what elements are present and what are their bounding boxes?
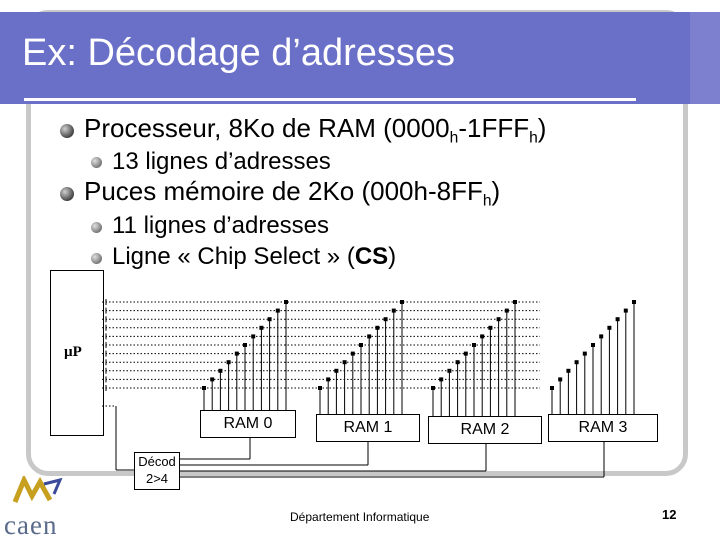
- decoder-block: Décod 2>4: [134, 452, 180, 490]
- bullet-dot-icon: [60, 124, 74, 138]
- bullet-chip-select: Ligne « Chip Select » (CS): [112, 243, 397, 270]
- bullet-processor: Processeur, 8Ko de RAM (0000h-1FFFh): [84, 113, 547, 147]
- bus-junction: [367, 334, 372, 339]
- cpu-block: [50, 270, 104, 436]
- bullet-processor-lines: 13 lignes d’adresses: [112, 148, 331, 175]
- bus-junction: [350, 351, 355, 356]
- bus-junction: [513, 300, 517, 304]
- bus-junction: [439, 377, 444, 382]
- bus-junction: [383, 317, 388, 322]
- bus-junction: [243, 343, 247, 347]
- footer-department: Département Informatique: [290, 510, 430, 524]
- decoder-label: Décod: [138, 454, 176, 469]
- bus-junction: [623, 308, 628, 313]
- bus-junction: [284, 300, 288, 304]
- ram-1-block: RAM 1: [316, 414, 420, 442]
- bullet-chips: Puces mémoire de 2Ko (000h-8FFh): [84, 176, 501, 210]
- bus-junction: [496, 317, 501, 322]
- bus-junction: [607, 325, 612, 330]
- bus-junction: [632, 300, 636, 304]
- bus-junction: [318, 386, 322, 390]
- bus-junction: [504, 308, 509, 313]
- bus-junction: [455, 360, 460, 365]
- decoder-ratio: 2>4: [145, 471, 169, 486]
- bus-junction: [591, 343, 595, 347]
- bus-junction: [218, 368, 223, 373]
- bus-junction: [359, 343, 363, 347]
- bus-junction: [202, 386, 206, 390]
- title-bar: [0, 12, 720, 104]
- bus-junction: [342, 360, 347, 365]
- bus-junction: [267, 317, 272, 322]
- slide-title: Ex: Décodage d’adresses: [22, 32, 456, 74]
- bullet-chip-lines: 11 lignes d’adresses: [112, 212, 330, 239]
- bus-junction: [447, 368, 452, 373]
- ram-3-block: RAM 3: [548, 414, 658, 442]
- bullet-dot-icon: [60, 187, 74, 201]
- bus-junction: [463, 351, 468, 356]
- bus-junction: [400, 300, 404, 304]
- bus-junction: [558, 377, 563, 382]
- bus-junction: [275, 308, 280, 313]
- bus-junction: [259, 325, 264, 330]
- bus-junction: [375, 325, 380, 330]
- bus-junction: [488, 325, 493, 330]
- bus-junction: [334, 368, 339, 373]
- ram-0-block: RAM 0: [200, 410, 296, 438]
- page-number: 12: [662, 507, 677, 522]
- bus-junction: [582, 351, 587, 356]
- bus-junction: [566, 368, 571, 373]
- bus-junction: [472, 343, 476, 347]
- caen-logo: caen: [4, 476, 63, 541]
- bus-junction: [210, 377, 215, 382]
- bus-junction: [550, 386, 554, 390]
- cpu-label: µP: [64, 344, 82, 360]
- sub-bullet-dot-icon: [91, 222, 102, 233]
- bus-junction: [234, 351, 239, 356]
- bus-junction: [480, 334, 485, 339]
- bus-junction: [431, 386, 435, 390]
- bus-junction: [574, 360, 579, 365]
- bus-junction: [615, 317, 620, 322]
- title-underline: [24, 98, 636, 101]
- ram-2-block: RAM 2: [428, 416, 542, 444]
- bus-junction: [326, 377, 331, 382]
- sub-bullet-dot-icon: [91, 157, 102, 168]
- bus-junction: [251, 334, 256, 339]
- bus-junction: [599, 334, 604, 339]
- bus-junction: [391, 308, 396, 313]
- bus-junction: [226, 360, 231, 365]
- logo-emblem-icon: [12, 476, 63, 503]
- sub-bullet-dot-icon: [91, 253, 102, 264]
